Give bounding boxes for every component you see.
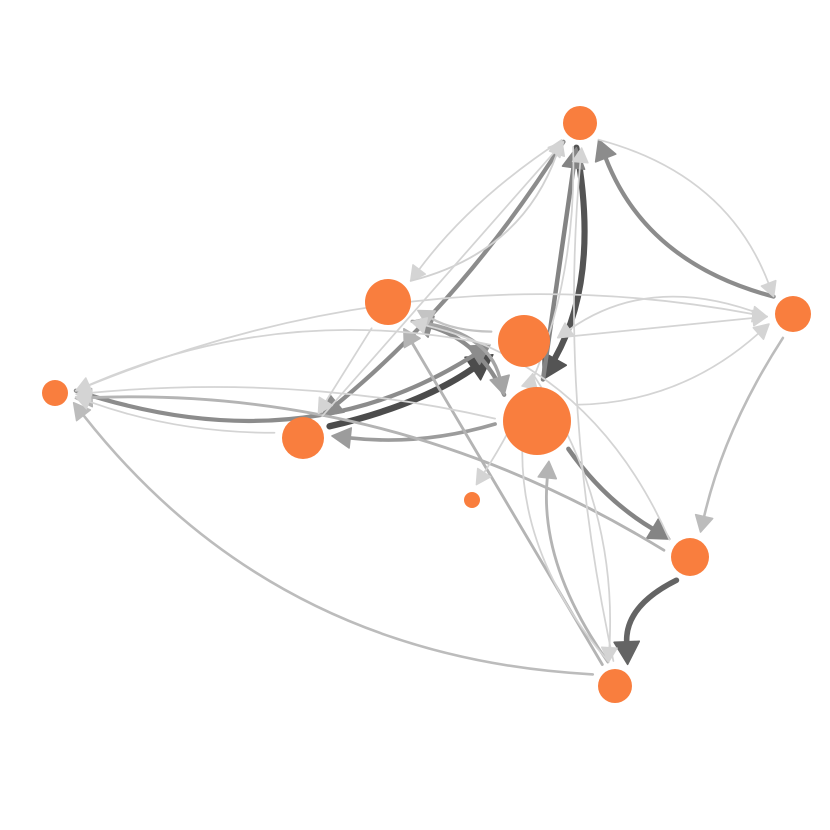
edge-line [702,336,785,518]
edge-C-B [317,327,373,415]
edge-H-A [72,401,595,676]
edge-J-G [694,336,785,533]
edge-line [623,577,680,645]
edge-line [418,139,563,271]
edge-arrowhead [600,646,618,663]
edge-H-F [537,460,610,664]
node-G [671,538,709,576]
edge-arrowhead [537,460,558,480]
edge-arrowhead [557,322,575,339]
edge-line [424,324,671,541]
edge-arrowhead [72,401,92,422]
node-B [282,417,324,459]
edge-F-J [574,323,770,406]
edges-layer [72,138,785,676]
edge-arrowhead [317,396,334,415]
edge-line [73,353,476,423]
edge-arrowhead [752,323,770,340]
edge-arrowhead [571,147,589,164]
edge-arrowhead [521,373,538,391]
edge-line [325,327,373,403]
edge-arrowhead [489,374,510,396]
edge-J-E [594,138,776,299]
edge-line [556,317,754,339]
edge-line [335,139,566,406]
edge-E-J [597,138,777,298]
edge-G-C [410,317,671,541]
edge-arrowhead [475,467,492,486]
node-C [365,279,411,325]
node-D [498,315,550,367]
edge-arrowhead [410,317,429,334]
edge-line [566,446,655,531]
nodes-layer [42,106,811,703]
edge-arrowhead [331,427,353,449]
edge-line [321,151,555,418]
edge-line [90,395,666,552]
edge-line [409,152,558,282]
edge-arrowhead [694,513,714,533]
node-I [464,492,480,508]
edge-F-B [331,422,497,449]
edge-arrowhead [75,384,92,402]
edge-line [551,144,588,362]
edge-line [88,400,276,434]
edge-arrowhead [547,141,565,159]
edge-line [597,138,770,285]
node-A [42,380,68,406]
edge-line [88,329,492,386]
edge-arrowhead [409,264,427,282]
edge-line [568,295,768,331]
edge-line [545,476,610,664]
node-F [503,387,571,455]
edge-J-D [557,295,768,339]
edge-H-E [571,147,615,662]
edge-arrowhead [594,138,617,163]
edge-line [603,155,776,299]
node-E [563,106,597,140]
edge-G-H [613,577,680,666]
edge-arrowhead [613,640,641,666]
edge-line [89,386,496,420]
edge-line [348,422,497,442]
edge-arrowhead [760,279,777,298]
edge-line [429,317,493,333]
edge-E-C [409,139,563,282]
node-J [775,296,811,332]
edge-F-A [75,384,496,420]
edge-line [82,414,595,676]
edge-line [574,332,760,406]
edge-B-E [321,141,565,418]
node-H [598,669,632,703]
edge-line [573,161,615,662]
